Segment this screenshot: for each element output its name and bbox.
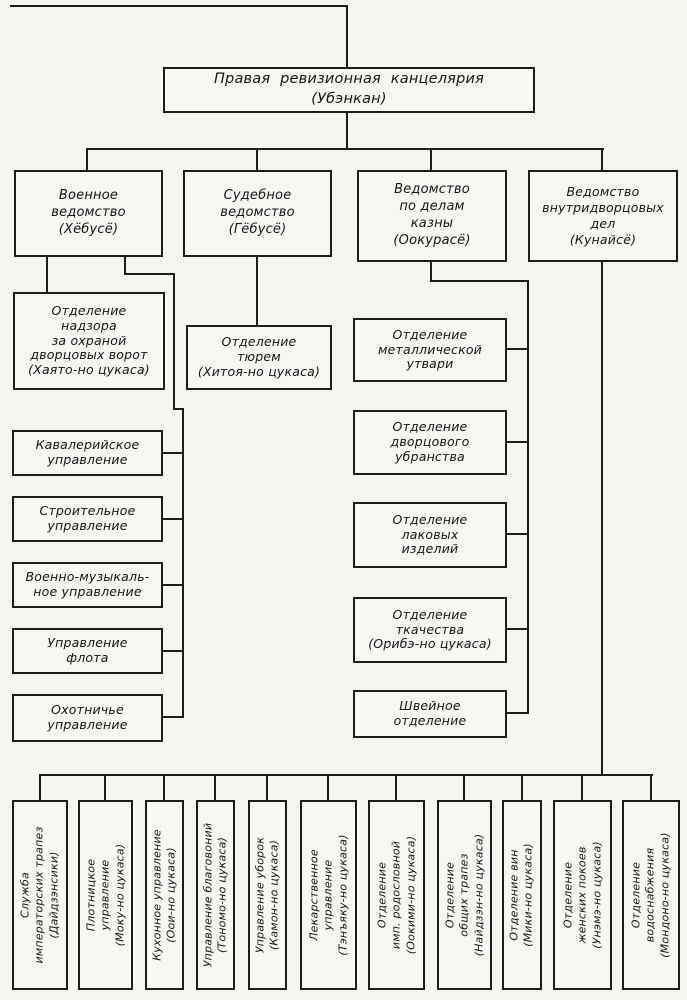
connector-line xyxy=(87,148,604,150)
military-construction-box: Строительное управление xyxy=(12,496,163,542)
military-gate-guard-label: Отделение надзора за охраной дворцовых в… xyxy=(28,303,150,378)
root-chancellery-label: Правая ревизионная канцелярия (Убэнкан) xyxy=(213,71,485,107)
connector-line xyxy=(463,774,465,802)
treasury-metalware-box: Отделение металлической утвари xyxy=(353,318,507,382)
connector-line xyxy=(10,5,348,7)
military-gate-guard-box: Отделение надзора за охраной дворцовых в… xyxy=(13,292,165,390)
connector-line xyxy=(650,774,652,802)
connector-line xyxy=(327,774,329,802)
household-incense-box: Управление благовоний (Тономо-но цукаса) xyxy=(196,800,235,990)
military-music-box: Военно-музыкаль- ное управление xyxy=(12,562,163,608)
household-common-meals-box: Отделение общих трапез (Найдзэн-но цукас… xyxy=(437,800,492,990)
dept-household-box: Ведомство внутридворцовых дел (Кунайсё) xyxy=(528,170,678,262)
connector-line xyxy=(182,408,184,718)
household-carpentry-label: Плотницкое управление (Моку-но цукаса) xyxy=(84,843,126,947)
treasury-weaving-label: Отделение ткачества (Орибэ-но цукаса) xyxy=(368,606,492,652)
military-music-label: Военно-музыкаль- ное управление xyxy=(25,569,150,599)
treasury-lacquerware-label: Отделение лаковых изделий xyxy=(392,511,468,557)
connector-line xyxy=(346,113,348,148)
connector-line xyxy=(601,262,603,776)
connector-line xyxy=(163,716,184,718)
household-imperial-meals-box: Служба императорских трапез (Дайдзэнсики… xyxy=(12,800,68,990)
connector-line xyxy=(527,280,529,714)
connector-line xyxy=(256,257,258,325)
connector-line xyxy=(395,774,397,802)
household-kitchen-box: Кухонное управление (Оои-но цукаса) xyxy=(145,800,184,990)
connector-line xyxy=(173,273,175,410)
household-water-supply-box: Отделение водоснабжения (Мондоно-но цука… xyxy=(622,800,680,990)
connector-line xyxy=(39,774,653,776)
connector-line xyxy=(581,774,583,802)
connector-line xyxy=(430,148,432,170)
household-medicine-box: Лекарственное управление (Тэнъяку-но цук… xyxy=(300,800,357,990)
military-fleet-label: Управление флота xyxy=(47,635,128,665)
dept-treasury-box: Ведомство по делам казны (Оокурасё) xyxy=(357,170,507,262)
connector-line xyxy=(256,148,258,170)
connector-line xyxy=(507,441,529,443)
connector-line xyxy=(521,774,523,802)
treasury-sewing-box: Швейное отделение xyxy=(353,690,507,738)
treasury-metalware-label: Отделение металлической утвари xyxy=(377,326,483,372)
connector-line xyxy=(46,257,48,292)
connector-line xyxy=(430,280,529,282)
connector-line xyxy=(507,533,529,535)
connector-line xyxy=(163,452,184,454)
military-fleet-box: Управление флота xyxy=(12,628,163,674)
military-construction-label: Строительное управление xyxy=(39,503,136,533)
connector-line xyxy=(163,774,165,802)
treasury-lacquerware-box: Отделение лаковых изделий xyxy=(353,502,507,568)
connector-line xyxy=(601,148,603,170)
connector-line xyxy=(163,584,184,586)
connector-line xyxy=(104,774,106,802)
treasury-weaving-box: Отделение ткачества (Орибэ-но цукаса) xyxy=(353,597,507,663)
household-womens-quarters-box: Отделение женских покоев (Унэмэ-но цукас… xyxy=(553,800,612,990)
root-chancellery-box: Правая ревизионная канцелярия (Убэнкан) xyxy=(163,67,535,113)
connector-line xyxy=(214,774,216,802)
military-cavalry-label: Кавалерийское управление xyxy=(35,437,140,467)
connector-line xyxy=(430,262,432,282)
military-hunting-label: Охотничье управление xyxy=(47,702,128,732)
connector-line xyxy=(124,257,126,275)
household-imperial-meals-label: Служба императорских трапез (Дайдзэнсики… xyxy=(18,826,61,964)
judicial-prisons-label: Отделение тюрем (Хитоя-но цукаса) xyxy=(197,334,321,379)
dept-military-box: Военное ведомство (Хёбусё) xyxy=(14,170,163,257)
dept-treasury-label: Ведомство по делам казны (Оокурасё) xyxy=(393,182,471,248)
connector-line xyxy=(507,628,529,630)
household-womens-quarters-label: Отделение женских покоев (Унэмэ-но цукас… xyxy=(561,841,603,949)
connector-line xyxy=(266,774,268,802)
connector-line xyxy=(173,408,184,410)
judicial-prisons-box: Отделение тюрем (Хитоя-но цукаса) xyxy=(186,325,332,390)
connector-line xyxy=(39,774,41,802)
dept-judicial-label: Судебное ведомство (Гёбусё) xyxy=(220,188,295,237)
household-common-meals-label: Отделение общих трапез (Найдзэн-но цукас… xyxy=(443,833,485,957)
connector-line xyxy=(124,273,175,275)
treasury-palace-decor-label: Отделение дворцового убранства xyxy=(390,419,470,464)
household-genealogy-box: Отделение имп. родословной (Оокими-но цу… xyxy=(368,800,425,990)
dept-household-label: Ведомство внутридворцовых дел (Кунайсё) xyxy=(542,183,664,248)
household-wines-label: Отделение вин (Мики-но цукаса) xyxy=(507,843,535,947)
household-medicine-label: Лекарственное управление (Тэнъяку-но цук… xyxy=(307,834,349,956)
household-incense-label: Управление благовоний (Тономо-но цукаса) xyxy=(201,822,229,968)
treasury-palace-decor-box: Отделение дворцового убранства xyxy=(353,410,507,475)
household-cleaning-box: Управление уборок (Камон-но цукаса) xyxy=(248,800,287,990)
connector-line xyxy=(163,518,184,520)
household-wines-box: Отделение вин (Мики-но цукаса) xyxy=(502,800,542,990)
connector-line xyxy=(507,712,529,714)
connector-line xyxy=(346,5,348,67)
household-water-supply-label: Отделение водоснабжения (Мондоно-но цука… xyxy=(629,832,672,958)
household-carpentry-box: Плотницкое управление (Моку-но цукаса) xyxy=(78,800,133,990)
dept-military-label: Военное ведомство (Хёбусё) xyxy=(51,188,126,237)
household-kitchen-label: Кухонное управление (Оои-но цукаса) xyxy=(150,829,178,961)
dept-judicial-box: Судебное ведомство (Гёбусё) xyxy=(183,170,332,257)
treasury-sewing-label: Швейное отделение xyxy=(393,698,467,728)
military-cavalry-box: Кавалерийское управление xyxy=(12,430,163,476)
connector-line xyxy=(507,348,529,350)
connector-line xyxy=(163,650,184,652)
household-cleaning-label: Управление уборок (Камон-но цукаса) xyxy=(253,836,281,954)
household-genealogy-label: Отделение имп. родословной (Оокими-но цу… xyxy=(375,835,417,955)
military-hunting-box: Охотничье управление xyxy=(12,694,163,742)
connector-line xyxy=(86,148,88,170)
